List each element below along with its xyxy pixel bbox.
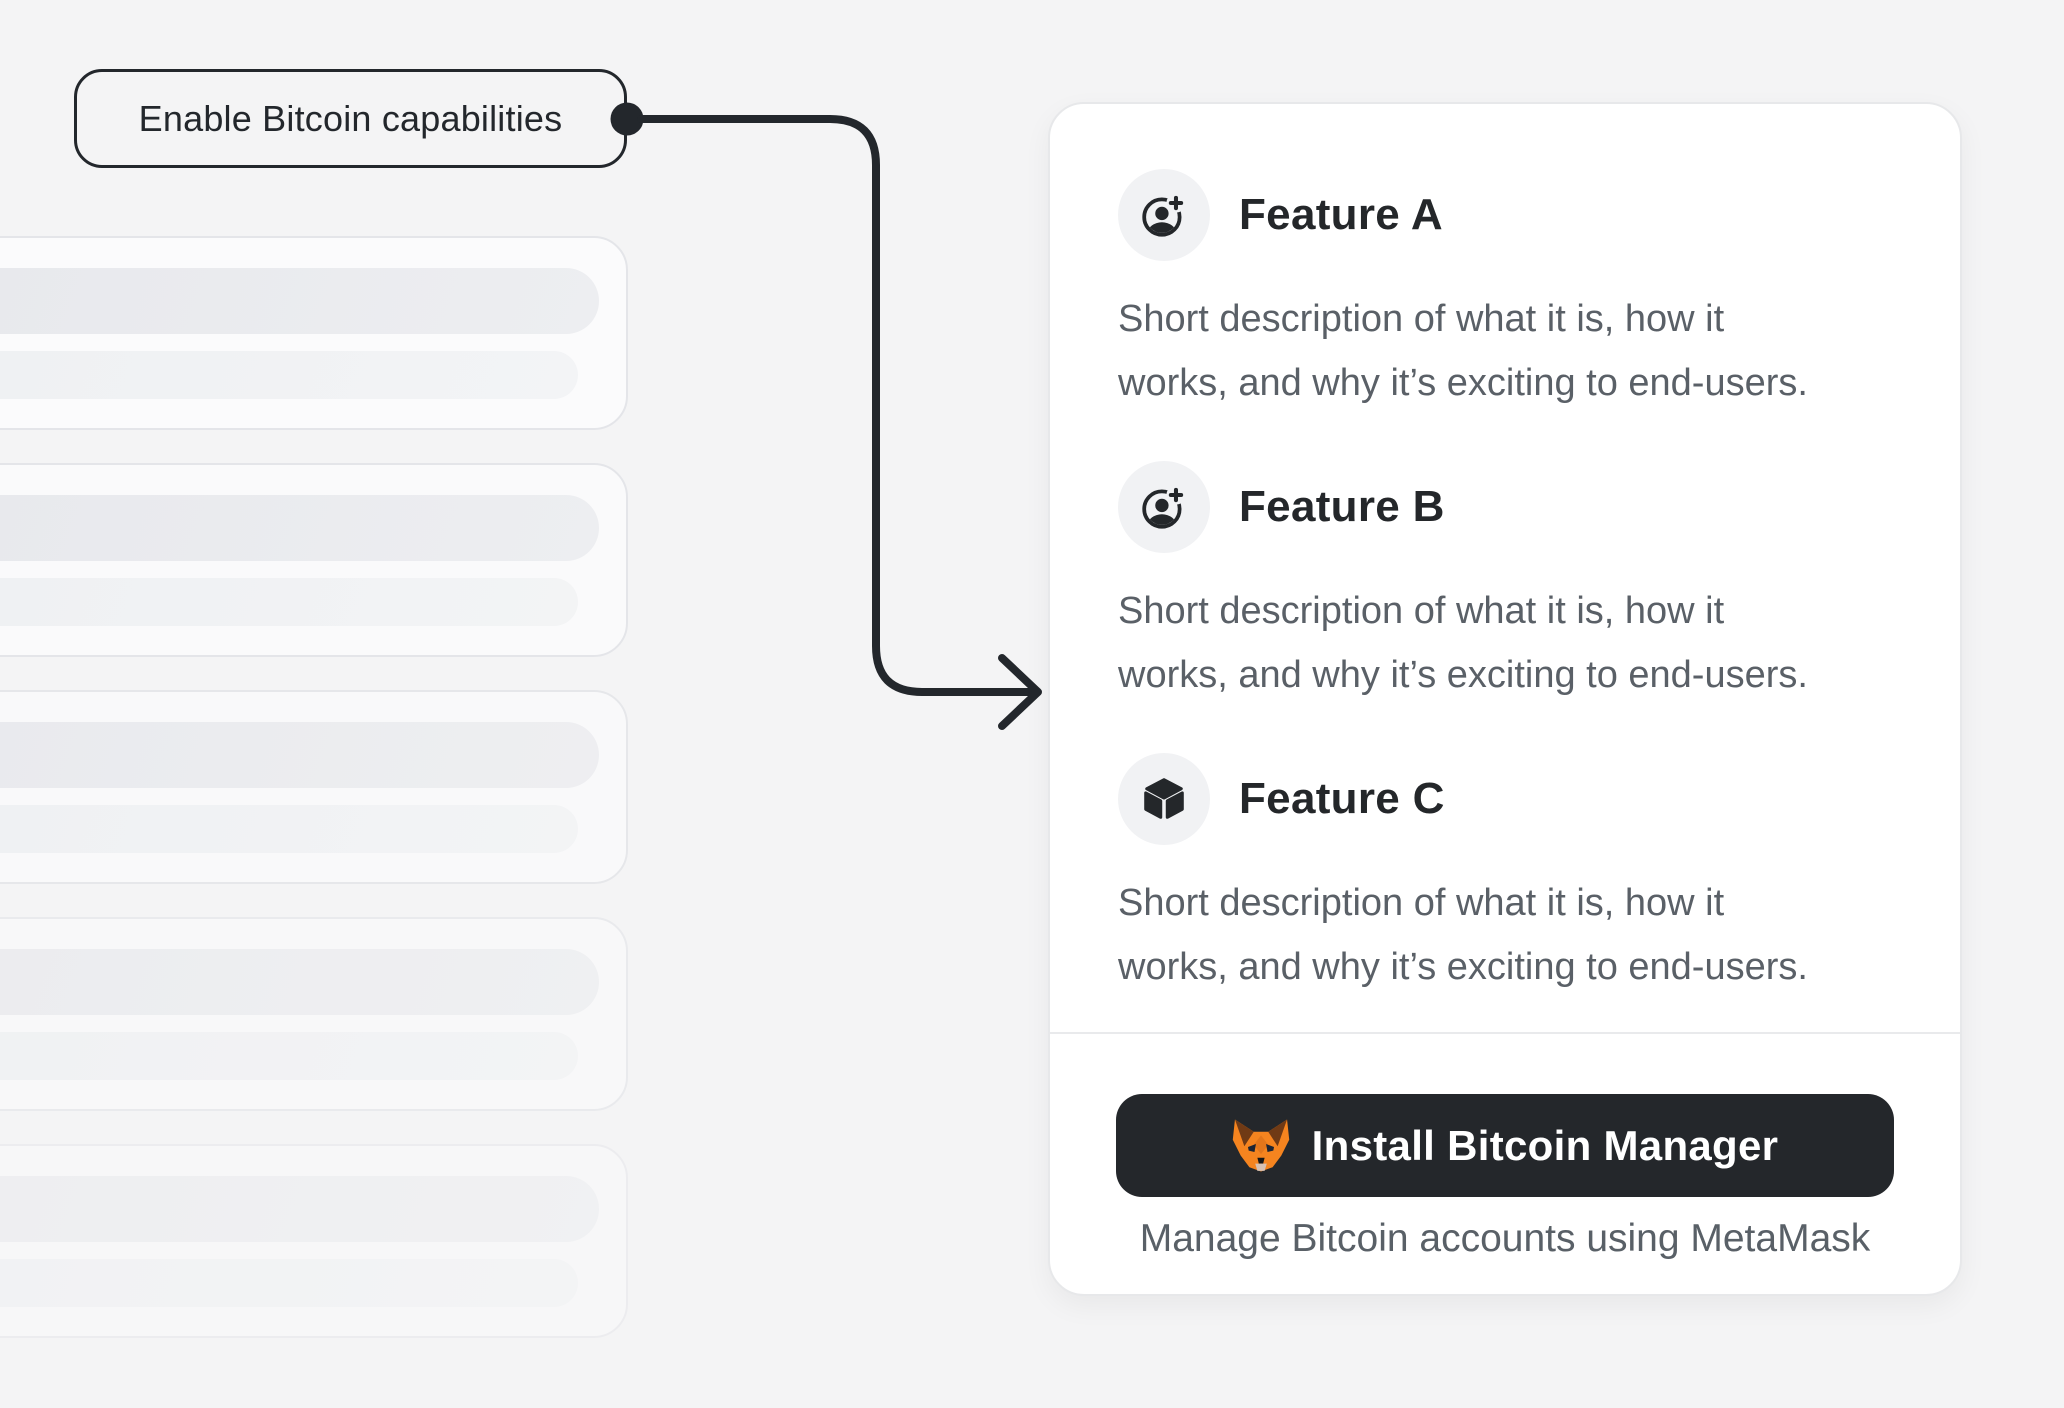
metamask-fox-icon bbox=[1232, 1119, 1289, 1172]
arrow-head bbox=[998, 654, 1042, 730]
feature-section-c: Feature C Short description of what it i… bbox=[1118, 753, 1904, 999]
feature-title: Feature B bbox=[1239, 482, 1445, 531]
skeleton-bar bbox=[0, 495, 599, 561]
cta-section: Install Bitcoin Manager Manage Bitcoin a… bbox=[1050, 1034, 1960, 1261]
skeleton-card bbox=[0, 917, 628, 1111]
feature-description-line: Short description of what it is, how it bbox=[1118, 590, 1725, 632]
feature-icon-circle bbox=[1118, 461, 1210, 553]
feature-section-a: Feature A Short description of what it i… bbox=[1118, 169, 1904, 415]
feature-card: Feature A Short description of what it i… bbox=[1048, 102, 1962, 1296]
skeleton-bar bbox=[0, 1259, 578, 1307]
skeleton-bar bbox=[0, 1032, 578, 1080]
feature-description-line: works, and why it’s exciting to end-user… bbox=[1118, 362, 1808, 404]
skeleton-card bbox=[0, 1144, 628, 1338]
skeleton-card bbox=[0, 236, 628, 430]
feature-description: Short description of what it is, how it … bbox=[1118, 579, 1904, 707]
feature-description-line: Short description of what it is, how it bbox=[1118, 882, 1725, 924]
cta-caption: Manage Bitcoin accounts using MetaMask bbox=[1139, 1217, 1871, 1260]
feature-description-line: Short description of what it is, how it bbox=[1118, 298, 1725, 340]
feature-description: Short description of what it is, how it … bbox=[1118, 287, 1904, 415]
skeleton-bar bbox=[0, 949, 599, 1015]
skeleton-bar bbox=[0, 722, 599, 788]
callout-box: Enable Bitcoin capabilities bbox=[74, 69, 627, 168]
divider bbox=[1050, 1032, 1960, 1034]
skeleton-bar bbox=[0, 805, 578, 853]
feature-list: Feature A Short description of what it i… bbox=[1050, 104, 1960, 999]
feature-title: Feature C bbox=[1239, 774, 1445, 823]
skeleton-bar bbox=[0, 1176, 599, 1242]
user-add-icon bbox=[1142, 485, 1186, 529]
skeleton-card bbox=[0, 690, 628, 884]
skeleton-bar bbox=[0, 268, 599, 334]
install-button-label: Install Bitcoin Manager bbox=[1311, 1121, 1779, 1169]
feature-description: Short description of what it is, how it … bbox=[1118, 871, 1904, 999]
feature-section-b: Feature B Short description of what it i… bbox=[1118, 461, 1904, 707]
callout-label: Enable Bitcoin capabilities bbox=[138, 97, 563, 139]
feature-icon-circle bbox=[1118, 169, 1210, 261]
feature-description-line: works, and why it’s exciting to end-user… bbox=[1118, 946, 1808, 988]
feature-icon-circle bbox=[1118, 753, 1210, 845]
install-bitcoin-manager-button[interactable]: Install Bitcoin Manager bbox=[1116, 1094, 1894, 1197]
user-add-icon bbox=[1142, 193, 1186, 237]
skeleton-bar bbox=[0, 578, 578, 626]
skeleton-card bbox=[0, 463, 628, 657]
feature-title: Feature A bbox=[1239, 190, 1444, 239]
feature-description-line: works, and why it’s exciting to end-user… bbox=[1118, 654, 1808, 696]
cube-icon bbox=[1144, 778, 1184, 819]
skeleton-bar bbox=[0, 351, 578, 399]
